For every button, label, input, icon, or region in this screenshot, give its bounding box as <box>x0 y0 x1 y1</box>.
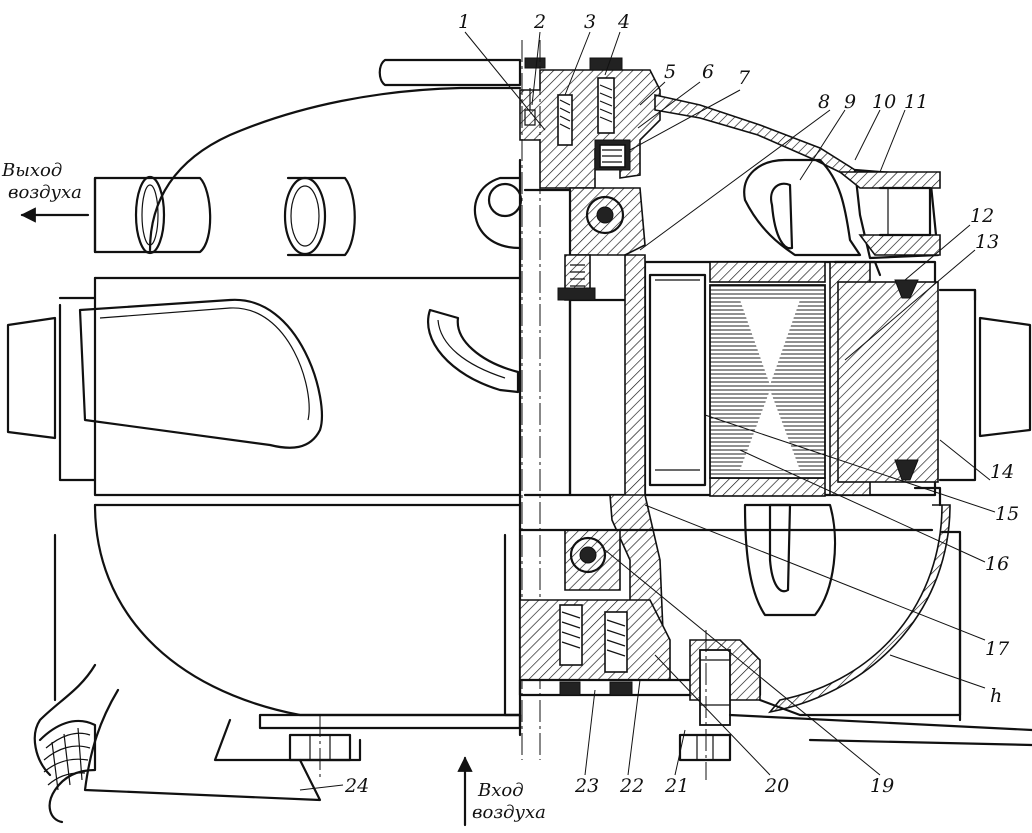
callout-5: 5 <box>664 61 676 83</box>
right-flange <box>938 288 1032 482</box>
hose-coupling <box>38 720 97 824</box>
leader-lines <box>299 31 996 791</box>
callout-10: 10 <box>872 91 896 113</box>
air-outlet-pipe <box>93 175 212 255</box>
cover-handle <box>378 58 522 87</box>
air-inlet-label: Вход воздуха <box>457 756 546 827</box>
fan-blade-upper <box>743 158 862 257</box>
side-port <box>283 176 356 257</box>
callout-11: 11 <box>904 91 928 113</box>
callout-h: h <box>990 685 1002 707</box>
callout-8: 8 <box>818 91 830 113</box>
lifting-eye <box>473 176 523 250</box>
air-outlet-caption-1: Выход <box>1 160 62 181</box>
callout-14: 14 <box>990 461 1014 483</box>
rotor-core <box>643 260 942 507</box>
callout-22: 22 <box>619 775 644 797</box>
callout-20: 20 <box>764 775 789 797</box>
upper-bearing-housing <box>519 57 661 256</box>
callout-numbers: 1 2 3 4 5 6 7 8 9 10 11 12 13 14 15 16 1… <box>344 11 1019 797</box>
callout-1: 1 <box>458 11 470 33</box>
callout-3: 3 <box>584 11 596 33</box>
air-outlet-label: Выход воздуха <box>1 160 90 223</box>
housing-exterior <box>6 86 522 717</box>
callout-9: 9 <box>844 91 856 113</box>
lower-bearing-housing <box>518 529 762 697</box>
fan-cowl <box>654 94 941 260</box>
callout-13: 13 <box>975 231 999 253</box>
callout-4: 4 <box>617 11 630 33</box>
air-outlet-caption-2: воздуха <box>8 182 82 203</box>
callout-24: 24 <box>344 775 369 797</box>
callout-7: 7 <box>738 67 751 89</box>
fan-blade-lower <box>743 503 837 617</box>
foot-bolt <box>678 630 761 780</box>
air-inlet-caption-1: Вход <box>477 780 524 801</box>
callout-2: 2 <box>533 11 546 33</box>
callout-12: 12 <box>970 205 994 227</box>
air-inlet-caption-2: воздуха <box>472 802 546 823</box>
callout-16: 16 <box>985 553 1009 575</box>
callout-23: 23 <box>574 775 599 797</box>
callout-15: 15 <box>995 503 1019 525</box>
callout-6: 6 <box>702 61 714 83</box>
callout-19: 19 <box>870 775 894 797</box>
callout-21: 21 <box>664 775 689 797</box>
callout-17: 17 <box>985 638 1010 660</box>
